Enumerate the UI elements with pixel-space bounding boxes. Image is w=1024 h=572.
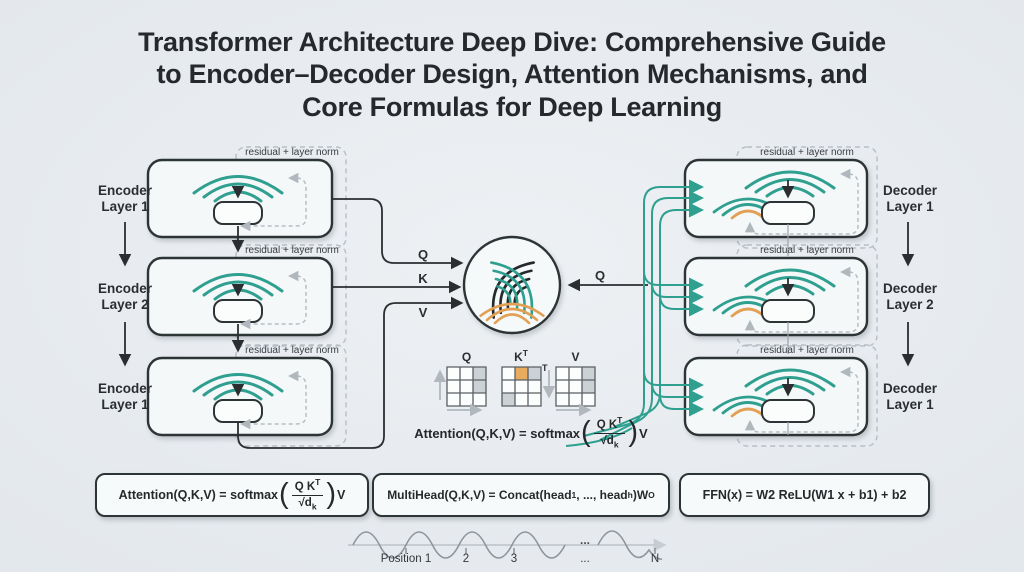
ffn-pill <box>213 201 263 225</box>
encoder-decoder-teal-bus <box>565 179 704 447</box>
positional-encoding-wave <box>348 530 667 560</box>
residual-label: residual + layer norm <box>760 345 854 356</box>
encoder-stack-arrows <box>118 222 245 367</box>
center-attention-formula: Attention(Q,K,V) = softmax ( Q KT √dk ) … <box>414 414 648 450</box>
residual-loop-icon <box>744 366 859 433</box>
ffn-pill <box>761 299 815 323</box>
position-label-1: Position 1 <box>380 553 432 565</box>
attention-fan-orange-icon <box>477 302 547 325</box>
matrix-kt <box>501 366 542 407</box>
decoder-q-wire-label: Q <box>594 268 606 283</box>
matrix-kt-label: KT <box>514 348 528 364</box>
fraction: Q KT √dk <box>291 477 324 512</box>
title-line-1: Transformer Architecture Deep Dive: Comp… <box>138 27 886 57</box>
residual-label: residual + layer norm <box>245 147 339 158</box>
matrix-axis-arrows <box>433 369 592 417</box>
encoder-layer-2-box <box>146 256 334 337</box>
k-wire-label: K <box>418 271 428 286</box>
q-wire <box>332 198 464 270</box>
v-wire-label: V <box>418 305 428 320</box>
qkv-wires <box>237 198 464 449</box>
ffn-pill <box>213 299 263 323</box>
residual-loop-icon <box>239 370 307 430</box>
residual-loop-icon <box>744 168 859 235</box>
residual-label: residual + layer norm <box>760 245 854 256</box>
attention-circle <box>462 235 562 335</box>
position-label-3: 3 <box>510 553 518 565</box>
residual-label: residual + layer norm <box>760 147 854 158</box>
matrix-v <box>555 366 596 407</box>
title-line-2: to Encoder–Decoder Design, Attention Mec… <box>156 59 868 90</box>
encoder-layer-3-box <box>146 356 334 437</box>
ffn-pill <box>761 201 815 225</box>
residual-loop-icon <box>744 266 859 333</box>
position-label-ellipsis: ... <box>580 553 590 565</box>
decoder-layer-1-box <box>683 158 869 256</box>
q-wire-label: Q <box>417 247 429 262</box>
matrix-kt-side-sup: T <box>542 363 548 373</box>
residual-label: residual + layer norm <box>245 345 339 356</box>
position-label-n: N <box>650 553 660 565</box>
title-line-3: Core Formulas for Deep Learning <box>302 91 722 122</box>
wave-ellipsis: ... <box>579 533 590 547</box>
v-wire <box>237 296 464 449</box>
matrix-q <box>446 366 487 407</box>
decoder-layer-3-box <box>683 356 869 437</box>
decoder-layer-2-box <box>683 256 869 354</box>
ffn-pill <box>213 399 263 423</box>
ffn-pill <box>761 399 815 423</box>
residual-label: residual + layer norm <box>245 245 339 256</box>
fraction: Q KT √dk <box>593 415 626 450</box>
residual-loop-icon <box>239 270 307 330</box>
matrix-v-label: V <box>571 350 580 364</box>
residual-loop-icon <box>239 172 307 232</box>
page-title: Transformer Architecture Deep Dive: Comp… <box>0 26 1024 123</box>
matrix-q-label: Q <box>461 350 472 364</box>
position-label-2: 2 <box>462 553 470 565</box>
formula-box-attention: Attention(Q,K,V) = softmax ( Q KT √dk ) … <box>95 473 369 517</box>
formula-box-ffn: FFN(x) = W2 ReLU(W1 x + b1) + b2 <box>679 473 930 517</box>
